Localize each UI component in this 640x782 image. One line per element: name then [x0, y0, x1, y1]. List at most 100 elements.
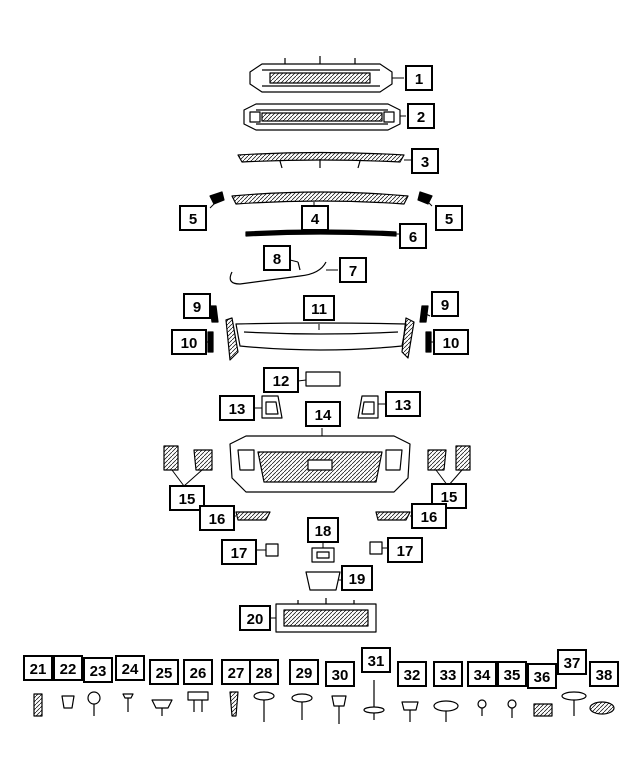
callout-c1: 1	[405, 65, 433, 91]
callout-c8-label: 8	[273, 251, 281, 268]
part-17-left-sensor	[265, 543, 279, 557]
callout-c18: 18	[307, 517, 339, 543]
callout-c28: 28	[249, 659, 279, 685]
callout-c13r: 13	[385, 391, 421, 417]
callout-c22-label: 22	[60, 661, 77, 678]
callout-c29: 29	[289, 659, 319, 685]
callout-c33: 33	[433, 661, 463, 687]
part-15-left-lamps	[163, 445, 213, 471]
callout-c33-label: 33	[440, 667, 457, 684]
part-5-right-bracket	[417, 191, 433, 205]
callout-c25: 25	[149, 659, 179, 685]
part-10-right-trim	[425, 331, 432, 353]
callout-c19-label: 19	[349, 571, 366, 588]
part-13-left-lamp-bezel	[261, 395, 283, 419]
part-16-right-trim	[375, 511, 411, 521]
callout-c37-label: 37	[564, 655, 581, 672]
callout-c5l: 5	[179, 205, 207, 231]
callout-c26: 26	[183, 659, 213, 685]
callout-c12: 12	[263, 367, 299, 393]
callout-c30: 30	[325, 661, 355, 687]
callout-c25-label: 25	[156, 665, 173, 682]
callout-c27-label: 27	[228, 665, 245, 682]
part-15-right-lamps	[427, 445, 471, 471]
callout-c26-label: 26	[190, 665, 207, 682]
callout-c12-label: 12	[273, 373, 290, 390]
part-7-wiring-harness	[229, 261, 327, 285]
callout-c22: 22	[53, 655, 83, 681]
callout-c2: 2	[407, 103, 435, 129]
part-12-plate-bracket	[305, 371, 341, 387]
callout-c15r-label: 15	[441, 489, 458, 506]
part-17-right-sensor	[369, 541, 383, 555]
callout-c20-label: 20	[247, 611, 264, 628]
callout-c14-label: 14	[315, 407, 332, 424]
callout-c9r-label: 9	[441, 297, 449, 314]
callout-c38-label: 38	[596, 667, 613, 684]
callout-c3-label: 3	[421, 154, 429, 171]
part-2-bumper-beam	[243, 103, 401, 131]
callout-c28-label: 28	[256, 665, 273, 682]
callout-c31: 31	[361, 647, 391, 673]
callout-c35-label: 35	[504, 667, 521, 684]
part-3-upper-shield	[237, 151, 405, 169]
callout-c16l-label: 16	[209, 511, 226, 528]
callout-c1-label: 1	[415, 71, 423, 88]
callout-c9l: 9	[183, 293, 211, 319]
part-13-right-lamp-bezel	[357, 395, 379, 419]
callout-c17l-label: 17	[231, 545, 248, 562]
callout-c20: 20	[239, 605, 271, 631]
callout-c17l: 17	[221, 539, 257, 565]
callout-c13l-label: 13	[229, 401, 246, 418]
callout-c29-label: 29	[296, 665, 313, 682]
callout-c32-label: 32	[404, 667, 421, 684]
callout-c5r-label: 5	[445, 211, 453, 228]
callout-c38: 38	[589, 661, 619, 687]
part-1-reinforcement-bar	[249, 56, 393, 93]
part-19-skid-cover	[305, 571, 341, 591]
part-16-left-trim	[235, 511, 271, 521]
callout-c6: 6	[399, 223, 427, 249]
callout-c23-label: 23	[90, 663, 107, 680]
callout-c17r-label: 17	[397, 543, 414, 560]
callout-c10l-label: 10	[181, 335, 198, 352]
callout-c2-label: 2	[417, 109, 425, 126]
part-18-camera-bracket	[311, 547, 335, 563]
callout-c16r-label: 16	[421, 509, 438, 526]
callout-c37: 37	[557, 649, 587, 675]
callout-c9r: 9	[431, 291, 459, 317]
callout-c13l: 13	[219, 395, 255, 421]
callout-c11-label: 11	[311, 301, 327, 318]
callout-c15l-label: 15	[179, 491, 196, 508]
part-5-left-bracket	[209, 191, 225, 205]
callout-c34: 34	[467, 661, 497, 687]
callout-c5l-label: 5	[189, 211, 197, 228]
callout-c14: 14	[305, 401, 341, 427]
callout-c10l: 10	[171, 329, 207, 355]
callout-c4: 4	[301, 205, 329, 231]
fasteners-row	[33, 680, 615, 724]
callout-c16l: 16	[199, 505, 235, 531]
callout-c9l-label: 9	[193, 299, 201, 316]
callout-c4-label: 4	[311, 211, 320, 228]
callout-c36: 36	[527, 663, 557, 689]
callout-c34-label: 34	[474, 667, 491, 684]
part-6-molding	[245, 229, 397, 237]
part-11-fascia-cover	[225, 317, 415, 361]
callout-c18-label: 18	[315, 523, 332, 540]
callout-c36-label: 36	[534, 669, 551, 686]
part-9-left-bracket	[209, 305, 219, 323]
callout-c30-label: 30	[332, 667, 349, 684]
callout-c23: 23	[83, 657, 113, 683]
part-14-bumper-assembly	[229, 435, 411, 493]
callout-c32: 32	[397, 661, 427, 687]
callout-c10r-label: 10	[443, 335, 460, 352]
callout-c11: 11	[303, 295, 335, 321]
callout-c31-label: 31	[368, 653, 385, 670]
callout-c6-label: 6	[409, 229, 417, 246]
callout-c13r-label: 13	[395, 397, 412, 414]
callout-c7-label: 7	[349, 263, 357, 280]
part-4-upper-fascia	[231, 191, 409, 205]
